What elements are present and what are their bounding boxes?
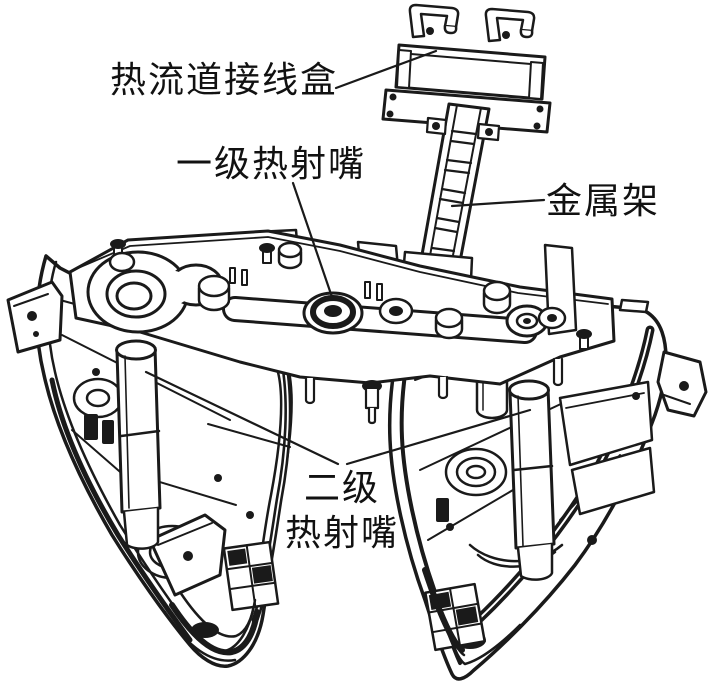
manifold-ring-boss-mid <box>378 297 414 325</box>
manifold-boss-cylinders <box>197 241 512 340</box>
leader-secondary-right <box>345 408 532 466</box>
manifold-support-cylinder <box>475 376 509 420</box>
label-secondary-nozzle: 二级 热射嘴 <box>278 466 406 556</box>
right-reflector-arcs <box>444 447 564 568</box>
label-secondary-nozzle-line2: 热射嘴 <box>284 513 399 553</box>
left-housing-tip-bands <box>163 590 260 662</box>
manifold-top-pins <box>108 239 592 350</box>
leader-junction-box <box>334 49 438 90</box>
ladder-rungs <box>428 129 478 263</box>
left-housing-rim-band-left <box>49 377 193 643</box>
secondary-nozzle-right <box>508 379 556 581</box>
label-primary-nozzle: 一级热射嘴 <box>176 144 367 184</box>
ladder-tab-right <box>476 122 501 142</box>
leader-primary-nozzle <box>291 181 335 302</box>
right-housing-tip-bands <box>422 567 522 666</box>
right-bracket <box>656 350 708 418</box>
label-secondary-nozzle-line1: 二级 <box>303 468 380 508</box>
right-terminal-block <box>424 582 486 652</box>
mounting-clip-left <box>408 3 460 39</box>
leader-secondary-left <box>144 370 340 466</box>
manifold-slot <box>222 296 538 344</box>
right-interior-plate <box>558 380 656 516</box>
manifold-hanging-pins <box>304 357 564 425</box>
junction-box-screws <box>386 93 544 130</box>
junction-box-body <box>394 43 547 101</box>
right-housing-drawing <box>387 296 708 681</box>
leader-metal-frame <box>450 198 546 208</box>
manifold-end-plate <box>537 243 578 336</box>
right-top-tab <box>618 298 650 314</box>
metal-frame-drawing <box>418 102 501 274</box>
secondary-nozzle-left <box>115 339 162 550</box>
manifold-ring-boss-right <box>505 304 549 338</box>
manifold-drawing <box>68 228 616 425</box>
manifold-prong-pins <box>229 267 383 301</box>
ladder-tab-left <box>425 116 448 136</box>
mounting-clip-right <box>484 7 536 43</box>
left-lower-bracket <box>148 513 227 597</box>
left-upper-bracket <box>6 280 64 354</box>
label-metal-frame: 金属架 <box>546 181 661 221</box>
label-junction-box: 热流道接线盒 <box>110 60 339 100</box>
leader-lines <box>144 49 546 466</box>
left-terminal-block <box>222 540 280 612</box>
junction-box-drawing <box>381 3 552 134</box>
